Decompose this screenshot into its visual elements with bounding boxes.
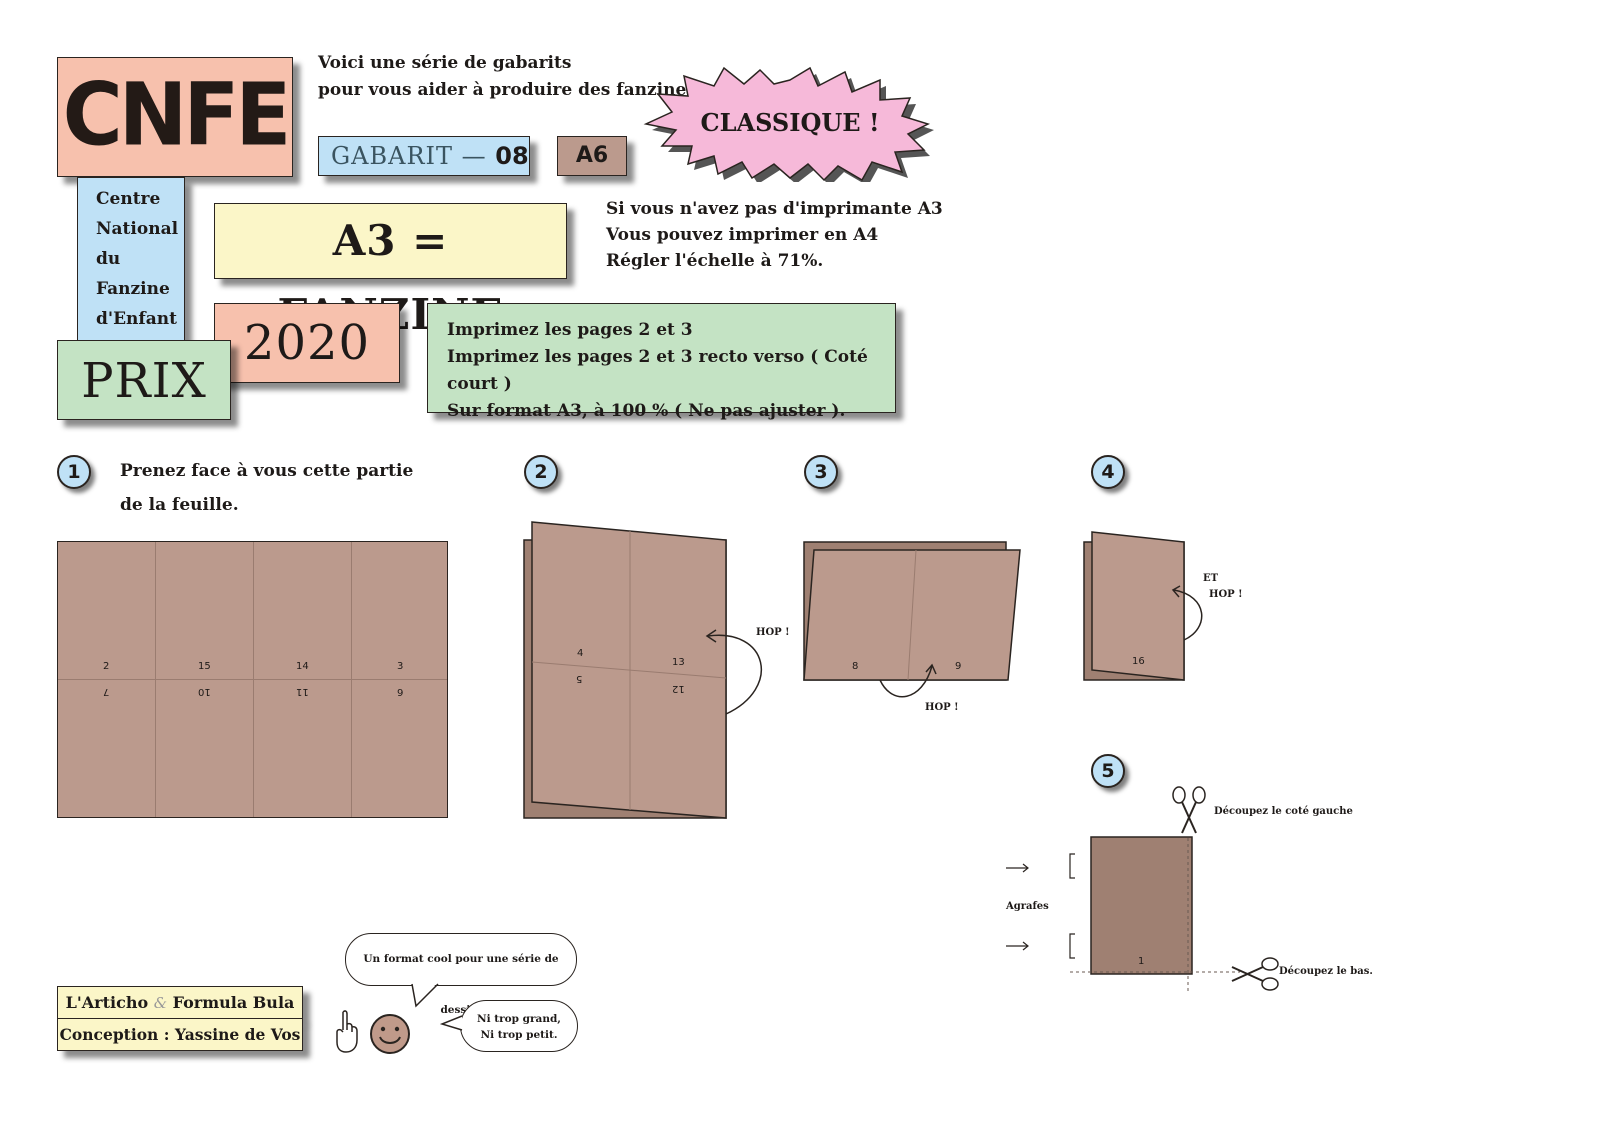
speech-bubble-2: Ni trop grand, Ni trop petit. <box>460 1000 578 1052</box>
page-number: 1 <box>1138 956 1145 967</box>
page-number: 14 <box>296 661 309 672</box>
cut-left-label: Découpez le coté gauche <box>1214 806 1353 817</box>
org-name-2: National <box>96 219 179 239</box>
smiley-icon <box>370 1014 410 1054</box>
scissors-icon <box>1172 786 1206 834</box>
step-2-illustration <box>523 521 763 819</box>
intro-line-2: pour vous aider à produire des fanzines. <box>318 80 702 100</box>
speech-bubble-2-line-2: Ni trop petit. <box>480 1029 558 1041</box>
step-4-illustration <box>1083 531 1203 681</box>
burst-shape <box>643 66 934 182</box>
year: 2020 <box>243 315 371 371</box>
format-badge: A6 <box>557 136 627 176</box>
logo-box: CNFE <box>57 57 293 177</box>
page-number: 15 <box>198 661 211 672</box>
step-3-illustration <box>803 541 1021 698</box>
page-number: 9 <box>955 661 962 672</box>
hop-label: HOP ! <box>1209 589 1243 600</box>
org-name-4: Fanzine <box>96 279 170 299</box>
org-name-3: du <box>96 249 121 269</box>
et-label: ET <box>1203 573 1219 584</box>
bubble-tail-icon <box>411 982 439 1008</box>
step-5-number: 5 <box>1091 754 1125 788</box>
org-name-5: d'Enfant <box>96 309 177 329</box>
step-1-text-1: Prenez face à vous cette partie <box>120 461 414 481</box>
page-number: 2 <box>103 661 110 672</box>
step-1-text-2: de la feuille. <box>120 495 239 515</box>
step-3-number: 3 <box>804 455 838 489</box>
page-number: 6 <box>397 686 404 697</box>
step-2-number: 2 <box>524 455 558 489</box>
ampersand: & <box>153 994 168 1012</box>
headline-box: A3 = FANZINE <box>214 203 567 339</box>
year-box: 2020 <box>214 303 400 383</box>
bubble-tail-icon <box>440 1015 463 1031</box>
prix: PRIX <box>81 353 207 409</box>
step-1-sheet: 2 15 14 3 7 10 11 6 <box>57 541 448 818</box>
intro-line-1: Voici une série de gabarits <box>318 53 572 73</box>
instruction-3: Sur format A3, à 100 % ( Ne pas ajuster … <box>447 401 846 421</box>
format-badge-text: A6 <box>575 143 609 168</box>
page-number: 13 <box>672 657 685 668</box>
step-4-number: 4 <box>1091 455 1125 489</box>
instruction-2: Imprimez les pages 2 et 3 recto verso ( … <box>447 347 868 394</box>
credits-line-2: Conception : Yassine de Vos <box>59 1025 301 1044</box>
instruction-1: Imprimez les pages 2 et 3 <box>447 320 693 340</box>
printer-note-1: Si vous n'avez pas d'imprimante A3 <box>606 199 943 219</box>
credits-line-1a: L'Articho <box>65 993 154 1012</box>
prix-box: PRIX <box>57 340 231 420</box>
step-1-number: 1 <box>57 455 91 489</box>
page-number: 5 <box>576 673 583 684</box>
page-number: 8 <box>852 661 859 672</box>
page-number: 3 <box>397 661 404 672</box>
credits-line-1-box: L'Articho & Formula Bula <box>57 986 303 1019</box>
org-name-box: Centre National du Fanzine d'Enfant <box>77 177 185 345</box>
fold-line-horizontal <box>58 679 447 680</box>
step-5-illustration <box>1006 836 1240 992</box>
hop-label: HOP ! <box>925 702 959 713</box>
cut-bottom-label: Découpez le bas. <box>1279 966 1373 977</box>
speech-bubble-1: Un format cool pour une série de dessin. <box>345 933 577 1016</box>
hop-label: HOP ! <box>756 627 790 638</box>
page-number: 7 <box>103 686 110 697</box>
page-number: 4 <box>577 648 584 659</box>
gabarit-prefix: GABARIT — <box>331 142 496 170</box>
page-number: 10 <box>198 686 211 697</box>
credits-line-2-box: Conception : Yassine de Vos <box>57 1018 303 1051</box>
page-number: 12 <box>672 683 685 694</box>
speech-bubble-2-line-1: Ni trop grand, <box>477 1013 561 1025</box>
staples-label: Agrafes <box>1006 901 1049 912</box>
page-number: 16 <box>1132 656 1145 667</box>
printer-note-2: Vous pouvez imprimer en A4 <box>606 225 879 245</box>
instructions-box: Imprimez les pages 2 et 3 Imprimez les p… <box>427 303 896 421</box>
gabarit-label: GABARIT — 08 <box>318 136 530 176</box>
org-name-1: Centre <box>96 189 161 209</box>
scissors-icon <box>1231 957 1279 991</box>
printer-note-3: Régler l'échelle à 71%. <box>606 251 824 271</box>
gabarit-number: 08 <box>495 142 529 170</box>
burst-text: CLASSIQUE ! <box>700 108 880 137</box>
logo: CNFE <box>62 65 292 166</box>
credits-line-1b: Formula Bula <box>167 993 295 1012</box>
page-number: 11 <box>296 686 309 697</box>
pointing-hand-icon <box>336 1010 358 1053</box>
